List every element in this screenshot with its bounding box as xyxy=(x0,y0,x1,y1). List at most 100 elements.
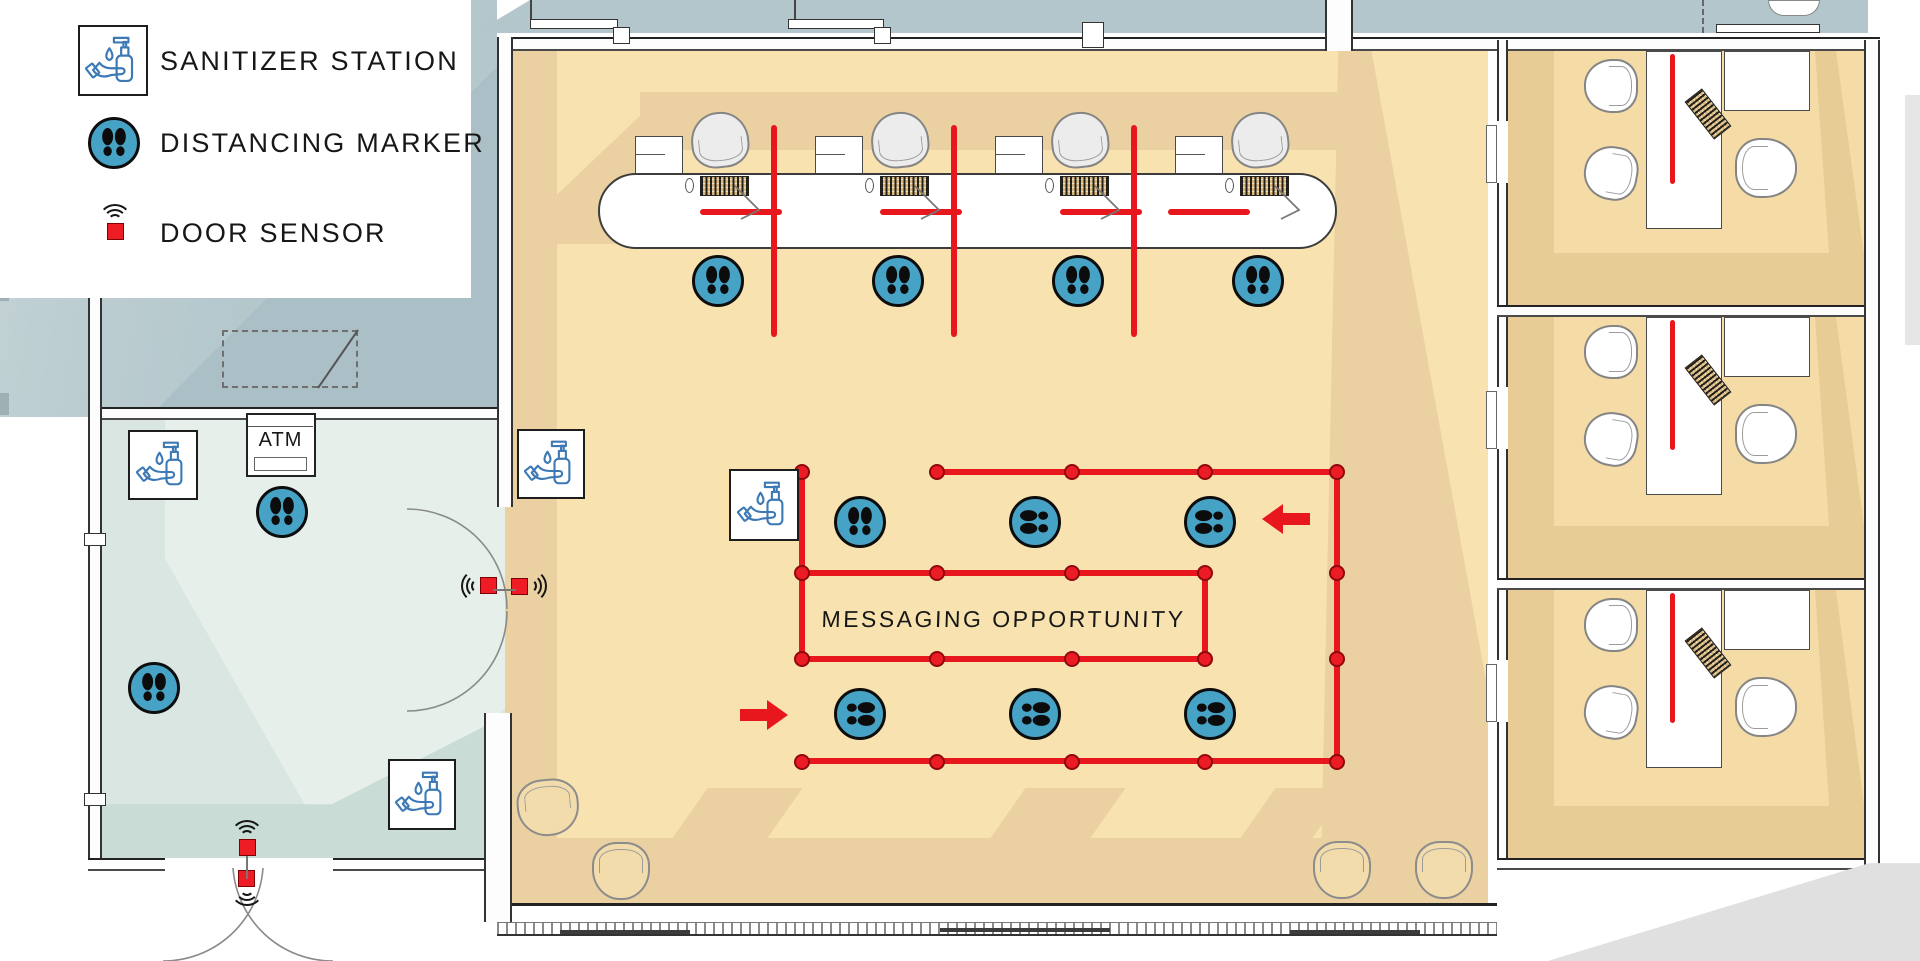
distancing-marker-icon xyxy=(1009,688,1061,740)
office-desk-divider-line xyxy=(1670,320,1675,450)
footprints-glyph xyxy=(840,502,880,542)
queue-node-dot xyxy=(1329,565,1345,581)
footprints-glyph xyxy=(840,694,880,734)
distancing-marker-icon xyxy=(1009,496,1061,548)
arrow-shaft xyxy=(740,709,767,721)
office-shadow-bottom xyxy=(1508,806,1864,858)
wall-stub-top xyxy=(1325,0,1353,51)
legend-label-marker: DISTANCING MARKER xyxy=(160,128,485,158)
sensor-body xyxy=(479,577,497,595)
queue-path-line xyxy=(937,469,1339,475)
office-wall-left-lower xyxy=(1497,183,1508,316)
teller-partition-line xyxy=(1175,154,1205,155)
teller-mic xyxy=(1225,178,1234,193)
queue-node-dot xyxy=(1064,464,1080,480)
office-wall-left-lower xyxy=(1497,722,1508,869)
distancing-marker-icon xyxy=(834,688,886,740)
queue-node-dot xyxy=(1064,651,1080,667)
glazing-mullion xyxy=(560,930,690,934)
arrow-shaft xyxy=(1283,513,1310,525)
teller-partition-line xyxy=(995,154,1025,155)
queue-node-dot xyxy=(1329,464,1345,480)
teller-mic xyxy=(685,178,694,193)
legend: SANITIZER STATION DISTANCING MARKER DOOR… xyxy=(0,0,483,298)
teller-partition xyxy=(1175,136,1223,174)
office-desk xyxy=(1646,51,1722,229)
sensor-signal-arc xyxy=(98,204,132,238)
sanitizer-glyph xyxy=(523,436,579,492)
distancing-marker-icon xyxy=(1052,255,1104,307)
office-wall-bottom xyxy=(1497,858,1880,870)
queue-node-dot xyxy=(929,565,945,581)
office-desk xyxy=(1646,317,1722,495)
office-desk-divider-line xyxy=(1670,54,1675,184)
lobby-chair xyxy=(1313,841,1371,899)
queue-node-dot xyxy=(1197,754,1213,770)
queue-path-line xyxy=(802,570,1207,576)
office-credenza xyxy=(1724,51,1810,111)
teller-partition xyxy=(995,136,1043,174)
office-wall-left-lower xyxy=(1497,449,1508,589)
distancing-marker-icon xyxy=(1232,255,1284,307)
distancing-marker-icon xyxy=(1184,688,1236,740)
wall-lobby-left-upper xyxy=(497,37,513,507)
queue-arrow-left-icon xyxy=(1262,504,1310,534)
queue-arrow-right-icon xyxy=(740,700,788,730)
footprints-glyph xyxy=(1238,261,1278,301)
queue-node-dot xyxy=(929,651,945,667)
office-door-leaf xyxy=(1486,125,1497,183)
sensor-body xyxy=(238,838,256,856)
distancing-marker-icon xyxy=(692,255,744,307)
exterior-shadow-right-strip xyxy=(1905,95,1920,345)
footprints-glyph xyxy=(1015,694,1055,734)
sanitizer-glyph xyxy=(736,477,792,533)
footprints-glyph xyxy=(1190,502,1230,542)
sensor-link-line xyxy=(246,856,248,879)
glazing-mullion xyxy=(940,928,1110,932)
teller-mic xyxy=(865,178,874,193)
wall-lobby-left-lower xyxy=(484,713,512,922)
door-sensor-icon xyxy=(461,564,506,608)
door-sensor-icon xyxy=(93,204,137,249)
distancing-marker-icon xyxy=(256,486,308,538)
office-wall-divider xyxy=(1497,578,1880,590)
wall-post xyxy=(613,27,630,44)
sanitizer-glyph xyxy=(135,437,191,493)
lobby-chair xyxy=(1415,841,1473,899)
sensor-signal-arc xyxy=(230,820,264,854)
footprints-glyph xyxy=(1190,694,1230,734)
window-sill xyxy=(530,19,618,29)
queue-node-dot xyxy=(1197,464,1213,480)
office-wall-divider xyxy=(1497,305,1880,317)
exterior-door-opening-dashed xyxy=(222,330,358,388)
lobby-chair xyxy=(592,842,650,900)
back-office-desk xyxy=(1716,24,1820,33)
queue-node-dot xyxy=(929,754,945,770)
office-wall-right xyxy=(1864,40,1880,870)
queue-node-dot xyxy=(929,464,945,480)
sensor-body xyxy=(106,222,124,240)
wall-bottom-lobby xyxy=(497,903,1497,922)
office-wall-left-upper xyxy=(1497,579,1508,660)
wall-top xyxy=(497,37,1880,51)
footprints-glyph xyxy=(698,261,738,301)
wall-vestibule-bottom-right xyxy=(333,858,505,871)
teller-keyboard xyxy=(700,176,749,196)
teller-partition xyxy=(635,136,683,174)
distancing-marker-icon xyxy=(128,662,180,714)
teller-keyboard xyxy=(1240,176,1289,196)
back-office-partition-dashed xyxy=(1702,0,1704,33)
queue-path-line xyxy=(802,656,1207,662)
queue-node-dot xyxy=(794,754,810,770)
queue-node-dot xyxy=(1329,651,1345,667)
teller-counter-line xyxy=(880,209,962,215)
office-credenza xyxy=(1724,317,1810,377)
atm: ATM xyxy=(246,413,316,477)
teller-counter-line xyxy=(1060,209,1142,215)
office-wall-left-upper xyxy=(1497,40,1508,121)
office-door-leaf xyxy=(1486,391,1497,449)
queue-node-dot xyxy=(1197,565,1213,581)
queue-node-dot xyxy=(1064,754,1080,770)
sanitizer-glyph xyxy=(394,767,450,823)
